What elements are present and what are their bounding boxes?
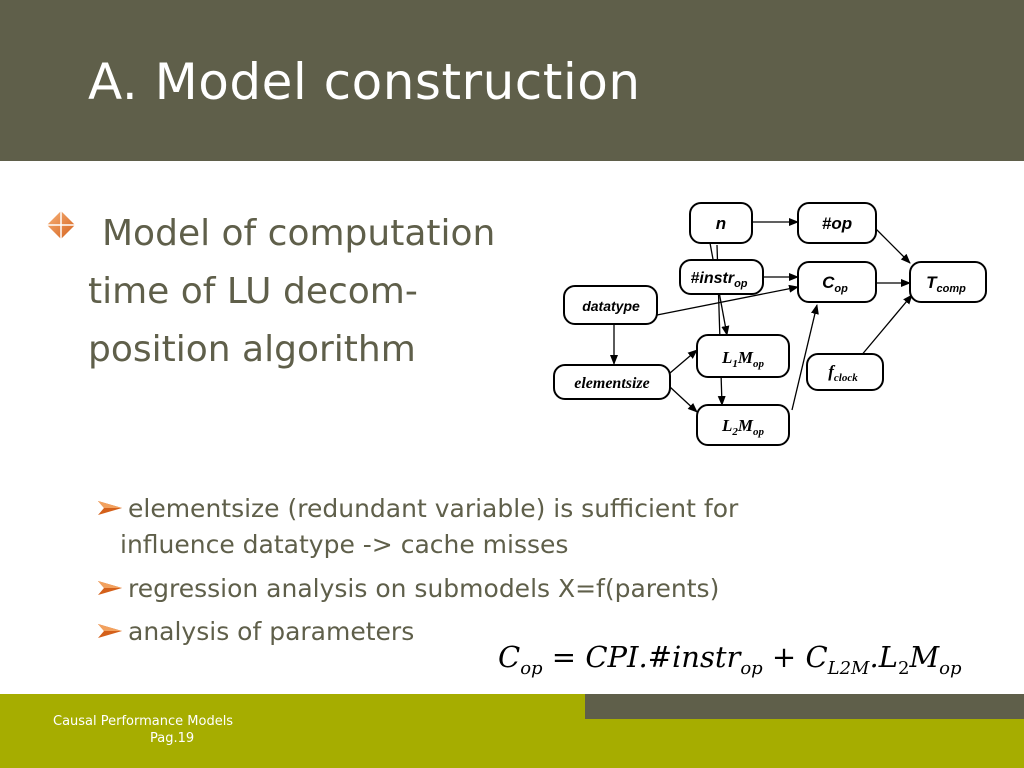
edge-elementsize-l2m [669,386,698,413]
node-l2m-box [696,404,790,446]
node-op-box [797,202,877,244]
main-bullet-line: Model of computation [102,213,496,254]
main-bullet-text: Model of computation time of LU decom- p… [88,205,548,379]
sub-bullet-item: regression analysis on submodels X=f(par… [96,571,719,607]
slide-title: A. Model construction [88,53,641,111]
node-elementsize-box [553,364,671,400]
node-fclock-label: fclock [828,362,858,384]
node-cop-box [797,261,877,303]
sub-bullet-item: analysis of parameters [96,614,414,650]
causal-model-diagram: n #op #instrop Cop Tcomp datatype L1Mop … [553,202,987,446]
sub-bullet-text: regression analysis on submodels X=f(par… [128,574,720,603]
node-instr-label: #instrop [690,270,747,290]
diamond-bullet-icon [47,211,75,239]
node-tcomp-box [909,261,987,303]
main-bullet-line: time of LU decom- [88,271,418,312]
page-number: Pag.19 [150,731,195,746]
node-l1m-box [696,334,790,378]
node-tcomp-label: Tcomp [926,273,966,295]
main-bullet-line: position algorithm [88,329,416,370]
sub-bullet-text-continuation: influence datatype -> cache misses [120,530,569,559]
sub-bullet-text: analysis of parameters [128,617,415,646]
node-instr-box [679,259,764,295]
node-l2m-label: L2Mop [721,416,765,438]
node-elementsize-label: elementsize [574,375,650,392]
footer-title: Causal Performance Models [53,714,234,729]
arrow-bullet-icon [98,501,122,515]
node-l1m-label: L1Mop [721,348,765,370]
edge-fclock-tcomp [854,294,913,364]
edge-datatype-cop [656,284,799,316]
cop-formula: Cop = CPI.#instrop + CL2M.L2Mop [498,640,962,679]
edge-elementsize-l1m [669,349,698,374]
node-fclock-box [806,353,884,391]
footer-accent-bar [585,694,1024,719]
arrow-bullet-icon [98,581,122,595]
edge-l2m-cop [791,304,819,411]
sub-bullet-item: elementsize (redundant variable) is suff… [96,491,896,563]
node-n-label: n [716,214,726,233]
node-n-box [689,202,753,244]
arrow-bullet-icon [98,624,122,638]
node-datatype-box [563,285,658,325]
sub-bullet-text: elementsize (redundant variable) is suff… [128,494,739,523]
header-bar: A. Model construction [0,0,1024,161]
node-cop-label: Cop [822,273,848,295]
node-datatype-label: datatype [582,298,640,314]
edge-op-tcomp [875,228,911,264]
node-op-label: #op [822,214,852,233]
